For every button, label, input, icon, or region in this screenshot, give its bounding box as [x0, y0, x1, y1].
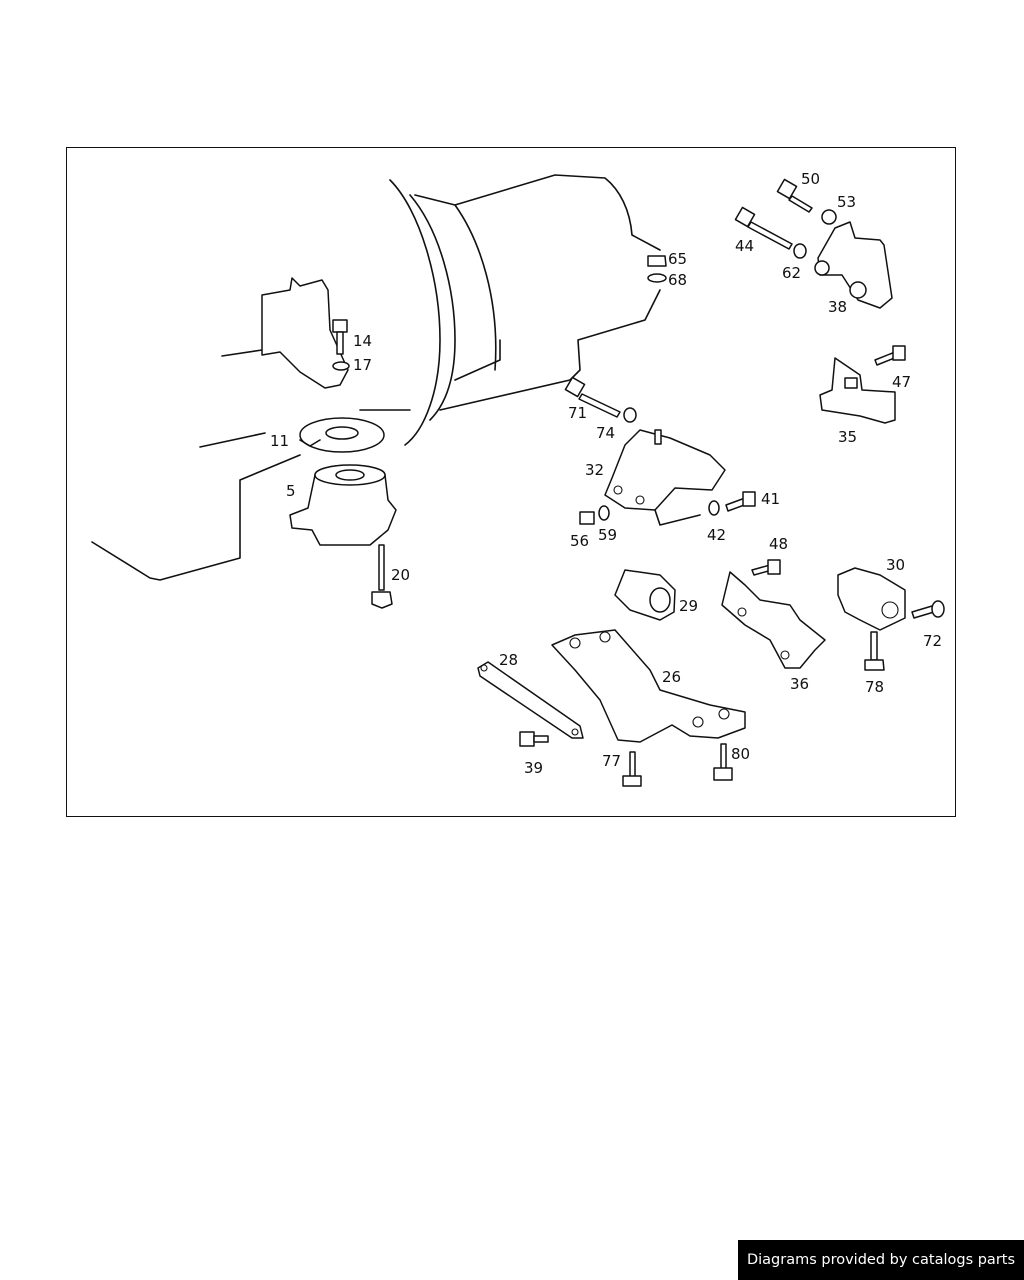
- label-35: 35: [838, 428, 857, 446]
- part-48-bolt: [751, 559, 781, 576]
- part-44-bolt: [734, 206, 793, 250]
- label-41: 41: [761, 490, 780, 508]
- part-68-washer: [647, 273, 667, 283]
- label-53: 53: [837, 193, 856, 211]
- label-36: 36: [790, 675, 809, 693]
- label-78: 78: [865, 678, 884, 696]
- part-14-bolt: [332, 319, 348, 355]
- label-44: 44: [735, 237, 754, 255]
- label-39: 39: [524, 759, 543, 777]
- left-bracket: [261, 277, 349, 389]
- part-30-mount: [837, 567, 906, 631]
- part-80-bolt: [713, 743, 733, 781]
- part-35-bracket: [819, 357, 896, 424]
- part-42-washer: [708, 500, 720, 516]
- part-32-mount: [604, 429, 726, 526]
- part-77-bolt: [622, 751, 642, 787]
- part-39-bolt: [519, 731, 549, 747]
- label-14: 14: [353, 332, 372, 350]
- label-80: 80: [731, 745, 750, 763]
- label-48: 48: [769, 535, 788, 553]
- part-74-washer: [623, 407, 637, 423]
- label-71: 71: [568, 404, 587, 422]
- label-59: 59: [598, 526, 617, 544]
- part-56-nut: [579, 511, 595, 525]
- label-26: 26: [662, 668, 681, 686]
- label-5: 5: [286, 482, 296, 500]
- label-62: 62: [782, 264, 801, 282]
- part-29-bushing: [614, 569, 676, 621]
- part-65-nut: [647, 255, 667, 267]
- part-62-washer: [793, 243, 807, 259]
- label-56: 56: [570, 532, 589, 550]
- label-11: 11: [270, 432, 289, 450]
- part-labels: 5 11 14 17 20 26 28 29 30 32 35 36 38 39…: [270, 170, 942, 777]
- part-26-crossmember: [551, 629, 746, 743]
- part-78-bolt: [864, 631, 885, 671]
- part-50-bolt: [776, 178, 813, 213]
- label-47: 47: [892, 373, 911, 391]
- part-41-bolt: [725, 491, 756, 512]
- part-47-bolt: [874, 345, 906, 366]
- label-77: 77: [602, 752, 621, 770]
- label-17: 17: [353, 356, 372, 374]
- label-28: 28: [499, 651, 518, 669]
- part-71-bolt: [564, 376, 621, 418]
- label-68: 68: [668, 271, 687, 289]
- part-36-bracket: [721, 571, 826, 669]
- label-20: 20: [391, 566, 410, 584]
- label-72: 72: [923, 632, 942, 650]
- part-72-bolt: [911, 600, 945, 619]
- part-53-washer: [821, 209, 837, 225]
- label-50: 50: [801, 170, 820, 188]
- part-17-washer: [332, 361, 350, 371]
- part-20-bolt: [371, 544, 393, 609]
- label-32: 32: [585, 461, 604, 479]
- part-11-plate: [299, 417, 385, 453]
- diagram-frame: [66, 147, 956, 817]
- label-65: 65: [668, 250, 687, 268]
- part-5-engine-mount: [289, 464, 397, 546]
- label-38: 38: [828, 298, 847, 316]
- part-38-bracket: [814, 221, 893, 309]
- transmission-housing: [91, 174, 661, 581]
- label-74: 74: [596, 424, 615, 442]
- label-29: 29: [679, 597, 698, 615]
- part-28-rod: [477, 661, 584, 739]
- label-30: 30: [886, 556, 905, 574]
- part-59-washer: [598, 505, 610, 521]
- label-42: 42: [707, 526, 726, 544]
- footer-credit-badge: Diagrams provided by catalogs parts: [738, 1240, 1024, 1280]
